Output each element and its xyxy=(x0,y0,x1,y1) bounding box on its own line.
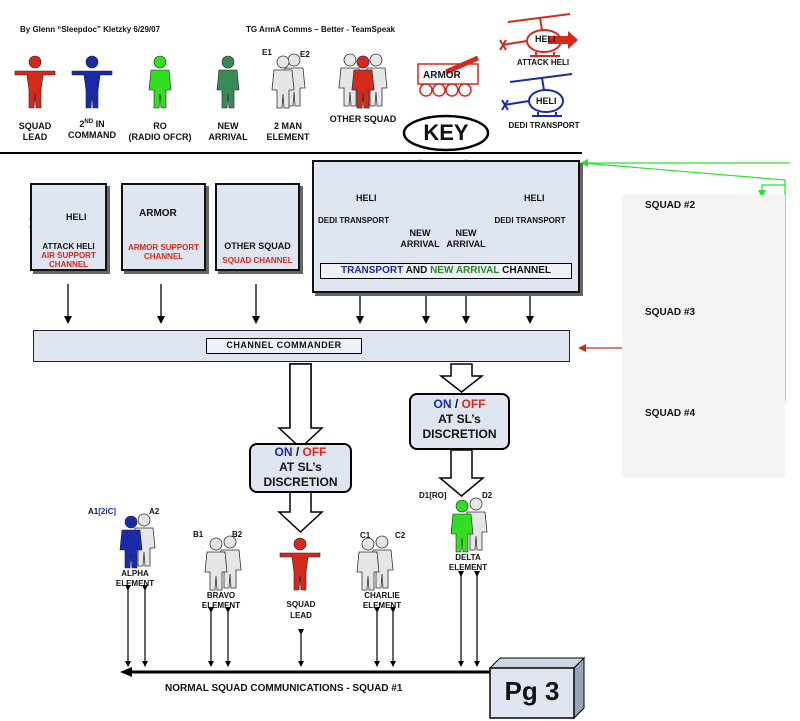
charlie-c2-label: C2 xyxy=(395,531,406,540)
squad1-vertical-arrows xyxy=(125,571,480,667)
key-other-squad-label: OTHER SQUAD xyxy=(329,114,397,124)
key-new-arrival-figure xyxy=(216,55,240,109)
key-title: KEY xyxy=(423,120,469,145)
key-oval xyxy=(402,114,490,152)
bravo-b1-label: B1 xyxy=(193,530,204,539)
hollow-arrow-right-bottom xyxy=(437,449,486,497)
discretion-center-text: ON / OFF AT SL’s DISCRETION xyxy=(263,445,338,489)
key-armor-label: ARMOR xyxy=(423,70,461,81)
channel-commander-label-box xyxy=(206,338,362,354)
transport-heli-left-badge: HELI xyxy=(356,193,377,203)
transport-dedi-right-label: DEDI TRANSPORT xyxy=(494,216,566,225)
key-dedi-heli-badge: HELI xyxy=(536,96,557,106)
armor-support-title: ARMOR xyxy=(139,208,177,219)
squad-channel-title: OTHER SQUAD xyxy=(224,241,291,251)
squad-2-label: SQUAD #2 xyxy=(645,200,696,211)
transport-heli-right-badge: HELI xyxy=(524,193,545,203)
transport-caption: TRANSPORT AND NEW ARRIVAL CHANNEL xyxy=(340,265,552,276)
key-dedi-transport-icon xyxy=(501,73,573,117)
key-squad-lead-figure xyxy=(14,55,56,109)
delta-d1-label: D1[RO] xyxy=(419,491,447,500)
page-box xyxy=(488,656,586,720)
squad-4-label: SQUAD #4 xyxy=(645,408,696,419)
key-ro-figure xyxy=(148,55,172,109)
key-attack-heli-label: ATTACK HELI xyxy=(516,58,570,67)
discretion-box-right xyxy=(409,393,510,450)
discretion-right-text: ON / OFF AT SL’s DISCRETION xyxy=(422,397,497,441)
channel-commander-label: CHANNEL COMMANDER xyxy=(226,340,342,350)
key-2ic-figure xyxy=(71,55,113,109)
delta-figures xyxy=(450,497,488,553)
key-e2-label: E2 xyxy=(300,50,310,59)
channel-down-arrows xyxy=(64,284,534,324)
squad-channel-caption: SQUAD CHANNEL xyxy=(222,256,293,265)
key-e1-label: E1 xyxy=(262,48,272,57)
normal-squad-comms-label: NORMAL SQUAD COMMUNICATIONS - SQUAD #1 xyxy=(165,683,403,694)
transport-caption-box xyxy=(320,263,572,279)
diagram-title: TG ArmA Comms – Better - TeamSpeak xyxy=(246,25,396,34)
air-support-title: ATTACK HELI xyxy=(42,242,95,251)
page-number: Pg 3 xyxy=(504,676,560,706)
key-attack-heli-badge: HELI xyxy=(535,34,556,44)
key-attack-heli-icon xyxy=(499,13,578,57)
key-dedi-transport-label: DEDI TRANSPORT xyxy=(508,121,580,130)
charlie-figures xyxy=(356,535,394,591)
bravo-figures xyxy=(204,535,242,591)
transport-dedi-left-label: DEDI TRANSPORT xyxy=(318,216,390,225)
squad-channel-box xyxy=(215,183,300,271)
alpha-figures xyxy=(119,513,156,569)
key-ro-label: RO(RADIO OFCR) xyxy=(128,121,192,142)
delta-d2-label: D2 xyxy=(482,491,493,500)
alpha-a1-label: A1[2iC] xyxy=(88,507,117,516)
hollow-arrow-left xyxy=(277,363,324,450)
alpha-a2-label: A2 xyxy=(149,507,160,516)
charlie-c1-label: C1 xyxy=(360,531,371,540)
air-support-heli-badge: HELI xyxy=(66,212,87,222)
author-credit: By Glenn “Sleepdoc” Kletzky 6/29/07 xyxy=(20,25,161,34)
air-support-channel-box xyxy=(30,183,107,271)
other-squads-background xyxy=(622,195,785,477)
bravo-b2-label: B2 xyxy=(232,530,243,539)
hollow-arrow-center-bottom xyxy=(277,491,324,534)
key-other-squad-figure xyxy=(338,53,388,109)
hollow-arrow-right-top xyxy=(438,363,485,393)
key-2ic-label: 2ND IN COMMAND xyxy=(68,119,116,140)
key-2man-figure xyxy=(271,53,306,109)
squad-lead-figure xyxy=(279,537,321,591)
armor-support-channel-box xyxy=(121,183,206,271)
discretion-box-center xyxy=(249,443,352,493)
squad-3-label: SQUAD #3 xyxy=(645,307,696,318)
